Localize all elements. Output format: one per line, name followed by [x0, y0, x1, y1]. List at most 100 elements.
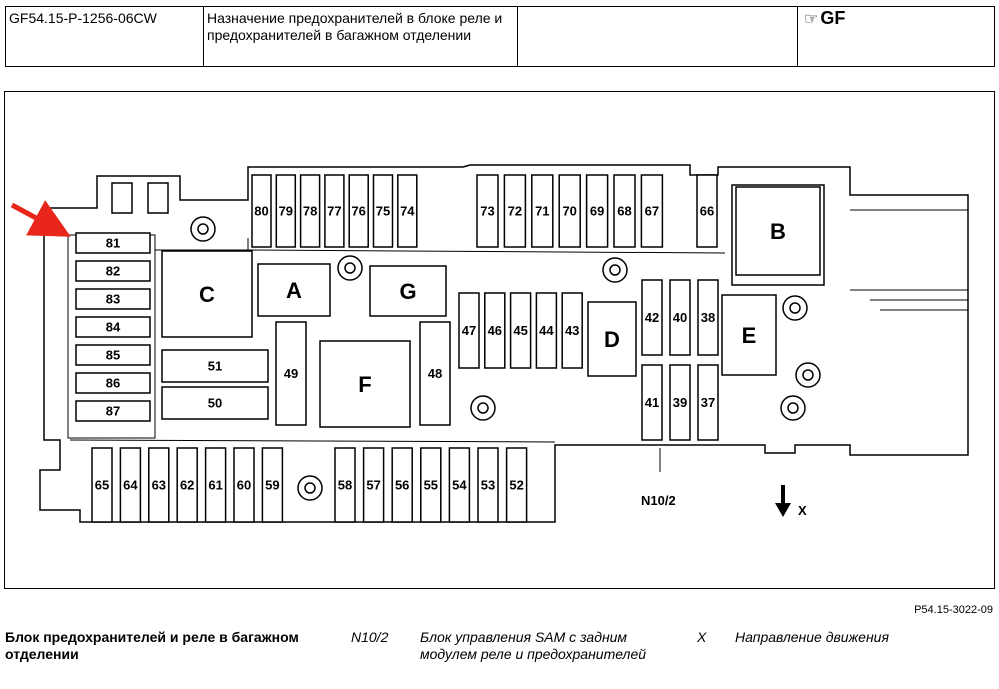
figure-ref: P54.15-3022-09 [914, 604, 993, 616]
fuse-40: 40 [669, 279, 691, 356]
legend-x-code: X [697, 629, 707, 645]
fuse-66: 66 [696, 174, 718, 248]
fuse-84-label: 84 [106, 320, 121, 335]
fuse-64: 64 [119, 447, 142, 523]
relay-d-label: D [604, 327, 620, 352]
callout-n10-2: N10/2 [641, 493, 676, 508]
fuse-38-label: 38 [701, 310, 715, 325]
direction-arrow-icon [775, 485, 791, 517]
fuse-79-label: 79 [279, 204, 293, 219]
fuse-45: 45 [509, 292, 532, 369]
fuse-40-label: 40 [673, 310, 687, 325]
fuse-58-label: 58 [338, 478, 352, 493]
fuse-71: 71 [531, 174, 554, 248]
relay-c-label: C [199, 282, 215, 307]
relay-a: A [257, 263, 331, 317]
fuse-78-label: 78 [303, 204, 317, 219]
legend-n-code: N10/2 [351, 629, 389, 645]
fuse-50-label: 50 [208, 396, 222, 411]
gf-label: GF [820, 8, 846, 28]
fuse-54-label: 54 [452, 478, 467, 493]
fuse-44-label: 44 [539, 323, 554, 338]
legend-title: Блок предохранителей и реле в багажном о… [5, 629, 299, 662]
fuse-38: 38 [697, 279, 719, 356]
fuse-46: 46 [484, 292, 506, 369]
fuse-83-label: 83 [106, 292, 120, 307]
fuse-58: 58 [334, 447, 356, 523]
fuse-57: 57 [362, 447, 385, 523]
fuse-65-label: 65 [95, 478, 109, 493]
fuse-69-label: 69 [590, 204, 604, 219]
fuse-46-label: 46 [488, 323, 502, 338]
fuse-56-label: 56 [395, 478, 409, 493]
gf-cell[interactable]: ☞GF [798, 7, 994, 66]
fuse-37-label: 37 [701, 395, 715, 410]
legend-x-desc: Направление движения [735, 629, 889, 645]
fuse-53-label: 53 [481, 478, 495, 493]
fuse-59-label: 59 [265, 478, 279, 493]
header-empty-cell [518, 7, 798, 66]
fuse-52: 52 [505, 447, 528, 523]
fuse-77: 77 [324, 174, 345, 248]
fuse-75: 75 [372, 174, 394, 248]
fuse-60: 60 [233, 447, 255, 523]
relay-c: C [161, 250, 253, 338]
fuse-54: 54 [448, 447, 471, 523]
fuse-74: 74 [397, 174, 418, 248]
fuse-50: 50 [161, 386, 269, 420]
fuse-43-label: 43 [565, 323, 579, 338]
fuse-42-label: 42 [645, 310, 659, 325]
relay-f-label: F [358, 372, 371, 397]
fuse-83: 83 [75, 288, 151, 310]
diagram-frame [4, 91, 995, 589]
fuse-56: 56 [391, 447, 413, 523]
screw-icon [782, 295, 808, 321]
fuse-64-label: 64 [123, 478, 138, 493]
fuse-87-label: 87 [106, 404, 120, 419]
fuse-39-label: 39 [673, 395, 687, 410]
fuse-87: 87 [75, 400, 151, 422]
fuse-73: 73 [476, 174, 499, 248]
fuse-72: 72 [503, 174, 527, 248]
relay-b: B [735, 186, 821, 276]
screw-icon [470, 395, 496, 421]
fuse-84: 84 [75, 316, 151, 338]
fuse-74-label: 74 [400, 204, 415, 219]
fuse-48: 48 [419, 321, 451, 426]
fuse-76: 76 [348, 174, 369, 248]
relay-a-label: A [286, 278, 302, 303]
screw-icon [795, 362, 821, 388]
fuse-80: 80 [251, 174, 272, 248]
legend-n-desc: Блок управления SAM с задним модулем рел… [420, 629, 647, 662]
fuse-70: 70 [558, 174, 581, 248]
doc-title: Назначение предохранителей в блоке реле … [204, 7, 518, 66]
fuse-48-label: 48 [428, 366, 442, 381]
fuse-67-label: 67 [645, 204, 659, 219]
fuse-61: 61 [204, 447, 227, 523]
screw-icon [602, 257, 628, 283]
fuse-68: 68 [613, 174, 636, 248]
pointing-hand-icon: ☞ [804, 11, 819, 28]
fuse-66-label: 66 [700, 204, 714, 219]
fuse-59: 59 [261, 447, 284, 523]
fuse-55: 55 [420, 447, 442, 523]
fuse-82-label: 82 [106, 264, 120, 279]
screw-icon [337, 255, 363, 281]
relay-e: E [721, 294, 777, 376]
fuse-77-label: 77 [327, 204, 341, 219]
direction-label: X [798, 503, 807, 518]
relay-e-label: E [742, 323, 757, 348]
fuse-52-label: 52 [509, 478, 523, 493]
fuse-72-label: 72 [508, 204, 522, 219]
fuse-62: 62 [176, 447, 198, 523]
fuse-85-label: 85 [106, 348, 120, 363]
fuse-45-label: 45 [513, 323, 527, 338]
relay-d: D [587, 301, 637, 377]
fuse-86-label: 86 [106, 376, 120, 391]
fuse-47: 47 [458, 292, 480, 369]
fuse-70-label: 70 [562, 204, 576, 219]
relay-g: G [369, 265, 447, 317]
fuse-44: 44 [535, 292, 558, 369]
fuse-75-label: 75 [376, 204, 390, 219]
